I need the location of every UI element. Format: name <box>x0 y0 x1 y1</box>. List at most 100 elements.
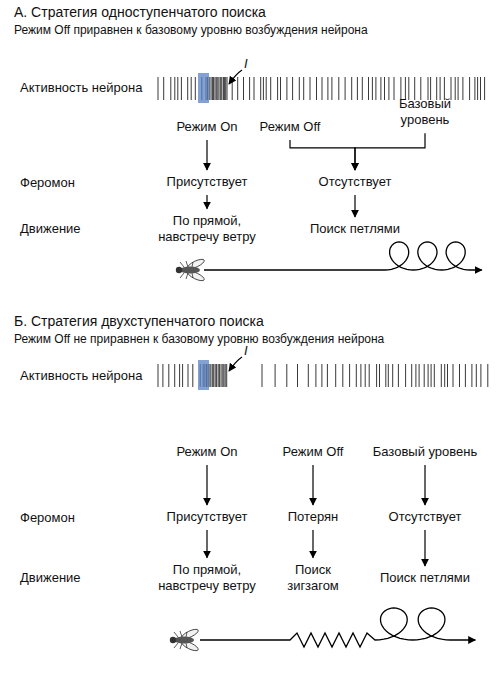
spike <box>415 364 416 387</box>
spike <box>384 77 385 100</box>
row-header: Феромон <box>20 175 75 191</box>
spike <box>162 364 163 387</box>
spike <box>419 364 420 387</box>
spike <box>177 77 178 100</box>
spike <box>362 77 363 100</box>
spike <box>226 364 227 387</box>
spike <box>349 364 350 387</box>
spike <box>335 364 336 387</box>
spike <box>474 77 475 100</box>
spike <box>216 364 217 387</box>
spike <box>237 77 238 100</box>
spike <box>170 77 171 100</box>
spike <box>219 364 220 387</box>
spike <box>181 77 182 100</box>
spike <box>376 364 377 387</box>
spike <box>179 364 180 387</box>
spike <box>191 77 192 100</box>
spike <box>365 364 366 387</box>
spike <box>187 77 188 100</box>
spike <box>297 364 298 387</box>
spike <box>182 364 183 387</box>
spike <box>303 77 304 100</box>
step-text: Присутствует <box>157 509 257 525</box>
spike <box>484 77 485 100</box>
spike <box>220 77 221 100</box>
stimulus-bar <box>198 360 209 390</box>
flow-arrow <box>424 465 425 505</box>
stimulus-bar <box>198 73 209 103</box>
flow-step: Поиск петлями <box>295 221 415 237</box>
spike <box>221 364 222 387</box>
step-text: Режим Off <box>273 444 353 460</box>
spike <box>210 364 211 387</box>
flow-arrow <box>206 140 207 170</box>
spike <box>262 364 263 387</box>
flow-step: Поиск петлями <box>365 570 485 586</box>
spike <box>225 364 226 387</box>
step-text: Режим On <box>162 119 252 135</box>
spike <box>368 77 369 100</box>
panel-subtitle: Режим Off не приравнен к базовому уровню… <box>14 332 384 346</box>
stimulus-label: I <box>244 56 248 72</box>
spike <box>223 77 224 100</box>
spike <box>342 364 343 387</box>
spike <box>434 364 435 387</box>
flow-arrow <box>290 140 355 170</box>
step-text: Отсутствует <box>300 174 410 190</box>
spike <box>375 77 376 100</box>
spike <box>222 364 223 387</box>
fly-icon <box>170 627 200 652</box>
step-text: Поиск петлями <box>365 570 485 586</box>
panel-title: Б. Стратегия двухступенчатого поиска <box>14 313 264 330</box>
spike <box>398 364 399 387</box>
spike <box>392 364 393 387</box>
spike <box>469 77 470 100</box>
spike <box>168 364 169 387</box>
step-text: Потерян <box>273 509 353 525</box>
row-header: Движение <box>20 570 81 586</box>
spike <box>431 364 432 387</box>
spike <box>388 364 389 387</box>
flow-arrow <box>312 530 313 558</box>
flow-step: Базовый уровень <box>385 96 465 129</box>
spike <box>219 77 220 100</box>
spike <box>369 364 370 387</box>
flow-step: Режим On <box>162 444 252 460</box>
spike <box>292 77 293 100</box>
spike <box>158 364 159 387</box>
spike <box>249 77 250 100</box>
spike <box>192 364 193 387</box>
spike <box>360 364 361 387</box>
flow-step: По прямой, навстречу ветру <box>147 213 267 246</box>
flow-arrow <box>206 465 207 505</box>
spike <box>286 77 287 100</box>
spike <box>428 364 429 387</box>
spike <box>223 364 224 387</box>
flight-path <box>200 608 475 647</box>
spike <box>270 77 271 100</box>
spike <box>345 77 346 100</box>
flow-step: Поиск зигзагом <box>275 562 351 595</box>
spike <box>225 77 226 100</box>
spike <box>315 364 316 387</box>
spike <box>299 77 300 100</box>
spike <box>487 364 488 387</box>
row-header: Движение <box>20 221 81 237</box>
flow-arrow <box>312 465 313 505</box>
spike <box>216 77 217 100</box>
spike <box>380 77 381 100</box>
spike <box>424 364 425 387</box>
spike <box>254 77 255 100</box>
spike <box>405 364 406 387</box>
spike <box>447 364 448 387</box>
flow-arrow <box>424 530 425 566</box>
spike <box>322 77 323 100</box>
spike <box>458 77 459 100</box>
spike <box>357 77 358 100</box>
spike <box>465 364 466 387</box>
spike <box>480 77 481 100</box>
stimulus-label: I <box>244 343 248 359</box>
fly-icon <box>176 257 206 282</box>
spike <box>480 364 481 387</box>
